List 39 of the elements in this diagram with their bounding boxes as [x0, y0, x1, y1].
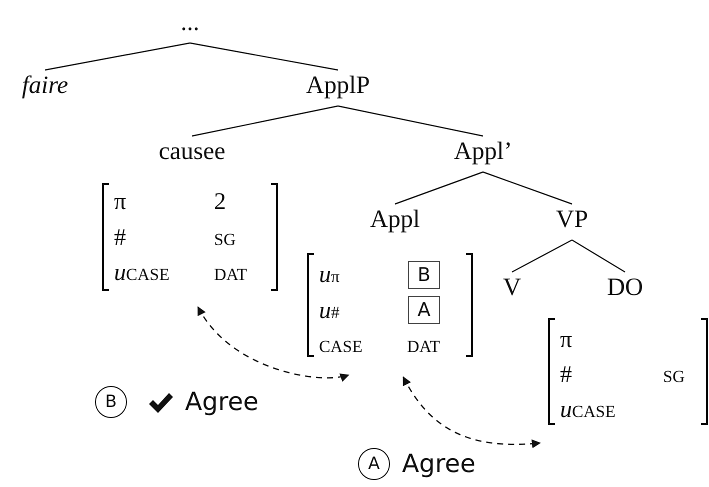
- tree-node-label: Appl: [369, 205, 421, 235]
- tree-node-label: VP: [555, 205, 589, 235]
- feature-value: u#: [319, 297, 340, 326]
- feature-value: DAT: [214, 264, 248, 286]
- tree-node-label: ...: [180, 8, 200, 38]
- tree-node-label: Appl’: [452, 137, 514, 167]
- tree-branch: [190, 42, 338, 71]
- tree-node-label: V: [502, 273, 522, 303]
- feature-value: π: [114, 188, 126, 216]
- tree-branch: [338, 105, 484, 137]
- circled-letter: A: [358, 448, 390, 480]
- feature-value: SG: [214, 229, 236, 251]
- boxed-letter: A: [408, 296, 440, 324]
- tree-branch: [572, 239, 626, 273]
- tree-branch: [512, 239, 572, 273]
- tree-node-label: faire: [20, 71, 70, 101]
- agree-arrow: [197, 306, 350, 382]
- agree-label: Agree: [402, 449, 476, 479]
- feature-value: #: [560, 361, 572, 389]
- feature-value: DAT: [407, 336, 440, 358]
- feature-value: uCASE: [114, 259, 170, 288]
- feature-value: SG: [663, 366, 685, 388]
- tree-branch: [192, 105, 338, 137]
- tree-branch: [394, 171, 484, 205]
- feature-value: uπ: [319, 261, 340, 290]
- agree-arrow: [402, 376, 541, 448]
- boxed-letter: B: [408, 261, 440, 289]
- feature-value: uCASE: [560, 396, 616, 425]
- feature-value: #: [114, 224, 126, 252]
- feature-value: 2: [214, 188, 226, 216]
- tree-node-label: ApplP: [305, 71, 371, 101]
- circled-letter: B: [95, 386, 127, 418]
- tree-node-label: DO: [606, 273, 644, 303]
- tree-node-label: causee: [158, 137, 226, 167]
- agree-label: Agree: [185, 387, 258, 417]
- tree-branch: [44, 42, 190, 71]
- feature-value: π: [560, 326, 572, 354]
- tree-branch: [482, 171, 572, 205]
- feature-value: CASE: [319, 336, 362, 358]
